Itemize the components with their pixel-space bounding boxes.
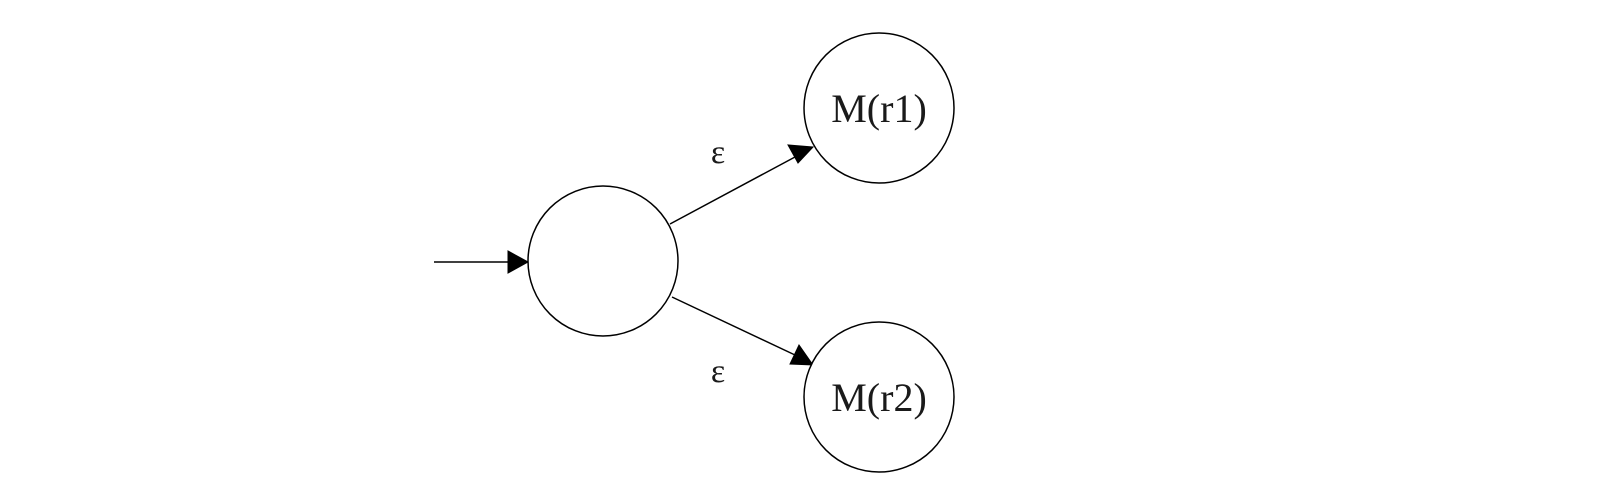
transition-start-to-m2: ε [671, 296, 814, 390]
state-m-r2: M(r2) [803, 321, 955, 473]
transition-arrowhead [789, 344, 814, 366]
transition-arrowhead [787, 144, 815, 164]
state-label: M(r1) [831, 86, 927, 131]
initial-arrow [434, 250, 530, 274]
state-circle [527, 185, 679, 337]
state-circle [803, 321, 955, 473]
transition-line [669, 156, 796, 225]
transition-start-to-m1: ε [669, 134, 815, 225]
state-circle [803, 32, 955, 184]
state-start [527, 185, 679, 337]
state-label: M(r2) [831, 375, 927, 420]
initial-arrow-head [507, 250, 530, 274]
transition-label: ε [711, 353, 725, 390]
transition-line [671, 296, 796, 356]
transition-label: ε [711, 134, 725, 171]
state-m-r1: M(r1) [803, 32, 955, 184]
